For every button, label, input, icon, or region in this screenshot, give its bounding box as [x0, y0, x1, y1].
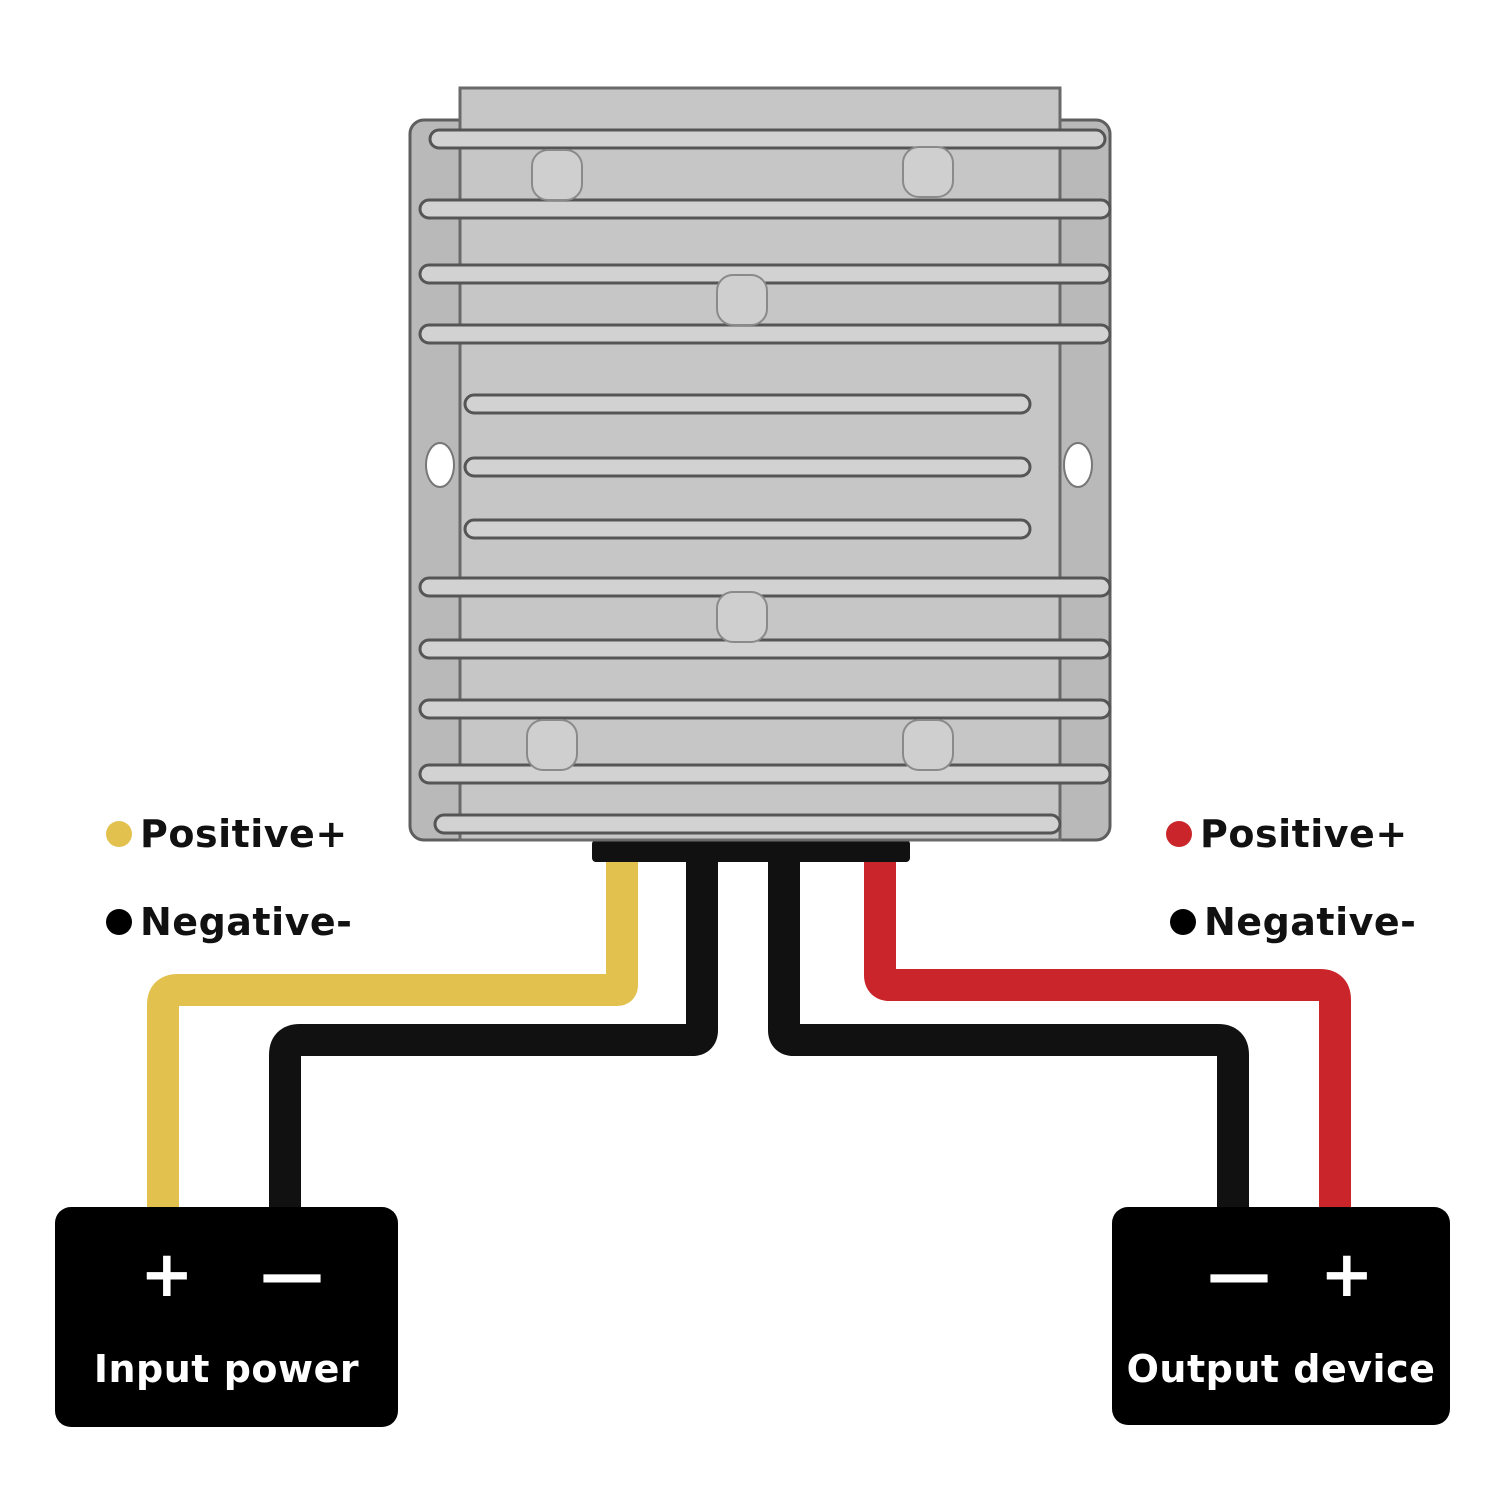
cable-exit-strip [592, 840, 910, 862]
black-dot-icon [106, 909, 132, 935]
screw-icon [526, 719, 578, 771]
input-positive-wire [147, 839, 638, 1226]
legend-input-negative-label: Negative- [140, 900, 353, 944]
mounting-hole-left [425, 442, 455, 488]
red-dot-icon [1166, 821, 1192, 847]
legend-input-positive-label: Positive+ [140, 812, 348, 856]
housing-screws [526, 146, 954, 771]
output-device-box: — + Output device [1112, 1207, 1450, 1425]
heatsink-fin [463, 456, 1032, 478]
output-device-label: Output device [1126, 1347, 1436, 1391]
input-minus-sign: — [260, 1238, 324, 1312]
screw-icon [716, 274, 768, 326]
heatsink-fins [418, 128, 1112, 835]
legend-output-positive-label: Positive+ [1200, 812, 1408, 856]
heatsink-fin [418, 198, 1112, 220]
heatsink-fin [428, 128, 1107, 150]
legend-output-negative-label: Negative- [1204, 900, 1417, 944]
legend-output-positive: Positive+ [1166, 812, 1408, 856]
legend-output-negative: Negative- [1170, 900, 1416, 944]
converter-housing-icon [408, 86, 1112, 862]
mounting-hole-right [1063, 442, 1093, 488]
heatsink-fin [463, 518, 1032, 540]
heatsink-fin [418, 698, 1112, 720]
output-negative-wire [768, 839, 1249, 1226]
legend-input-positive: Positive+ [106, 812, 348, 856]
screw-icon [902, 719, 954, 771]
heatsink-fin [433, 813, 1062, 835]
output-plus-sign: + [1320, 1238, 1374, 1312]
heatsink-fin [418, 576, 1112, 598]
heatsink-fin [418, 763, 1112, 785]
heatsink-fin [418, 323, 1112, 345]
black-dot-icon [1170, 909, 1196, 935]
heatsink-fin [418, 638, 1112, 660]
screw-icon [902, 146, 954, 198]
input-power-box: + — Input power [55, 1207, 398, 1427]
yellow-dot-icon [106, 821, 132, 847]
heatsink-fin [418, 263, 1112, 285]
input-plus-sign: + [140, 1238, 194, 1312]
output-positive-wire [864, 839, 1351, 1226]
wires [147, 839, 1351, 1226]
input-negative-wire [269, 839, 718, 1226]
legend-input-negative: Negative- [106, 900, 352, 944]
screw-icon [531, 149, 583, 201]
heatsink-fin [463, 393, 1032, 415]
output-minus-sign: — [1207, 1238, 1271, 1312]
input-power-label: Input power [93, 1347, 360, 1391]
screw-icon [716, 591, 768, 643]
